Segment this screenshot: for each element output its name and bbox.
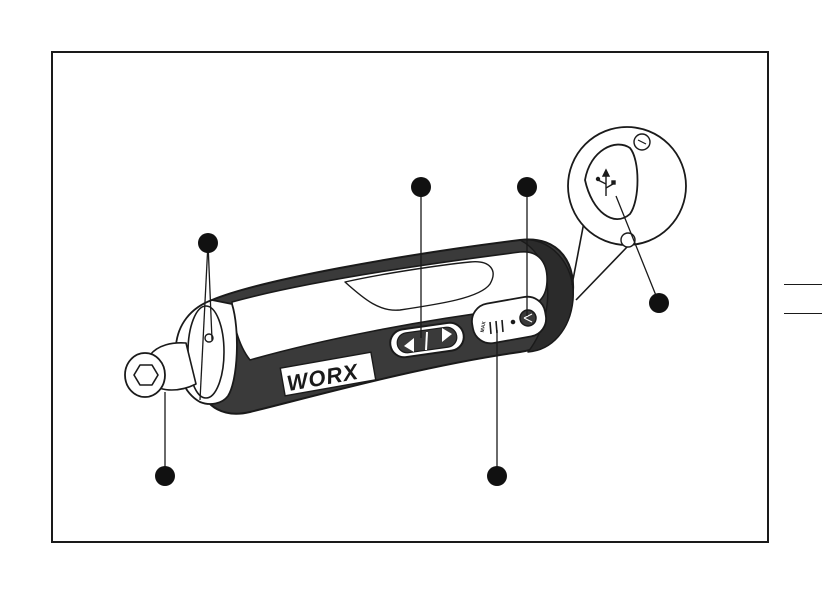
- hex-bit-holder-icon: [134, 365, 158, 385]
- callout-marker: [517, 177, 537, 197]
- callout-marker: [649, 293, 669, 313]
- led-bar: [490, 322, 491, 334]
- light-button[interactable]: [520, 310, 536, 326]
- callout-marker: [487, 466, 507, 486]
- callout-marker: [411, 177, 431, 197]
- usb-port-detail: [568, 127, 686, 300]
- led-bar: [502, 320, 503, 332]
- callout-marker: [198, 233, 218, 253]
- callout-marker: [155, 466, 175, 486]
- led-dot: [511, 320, 515, 324]
